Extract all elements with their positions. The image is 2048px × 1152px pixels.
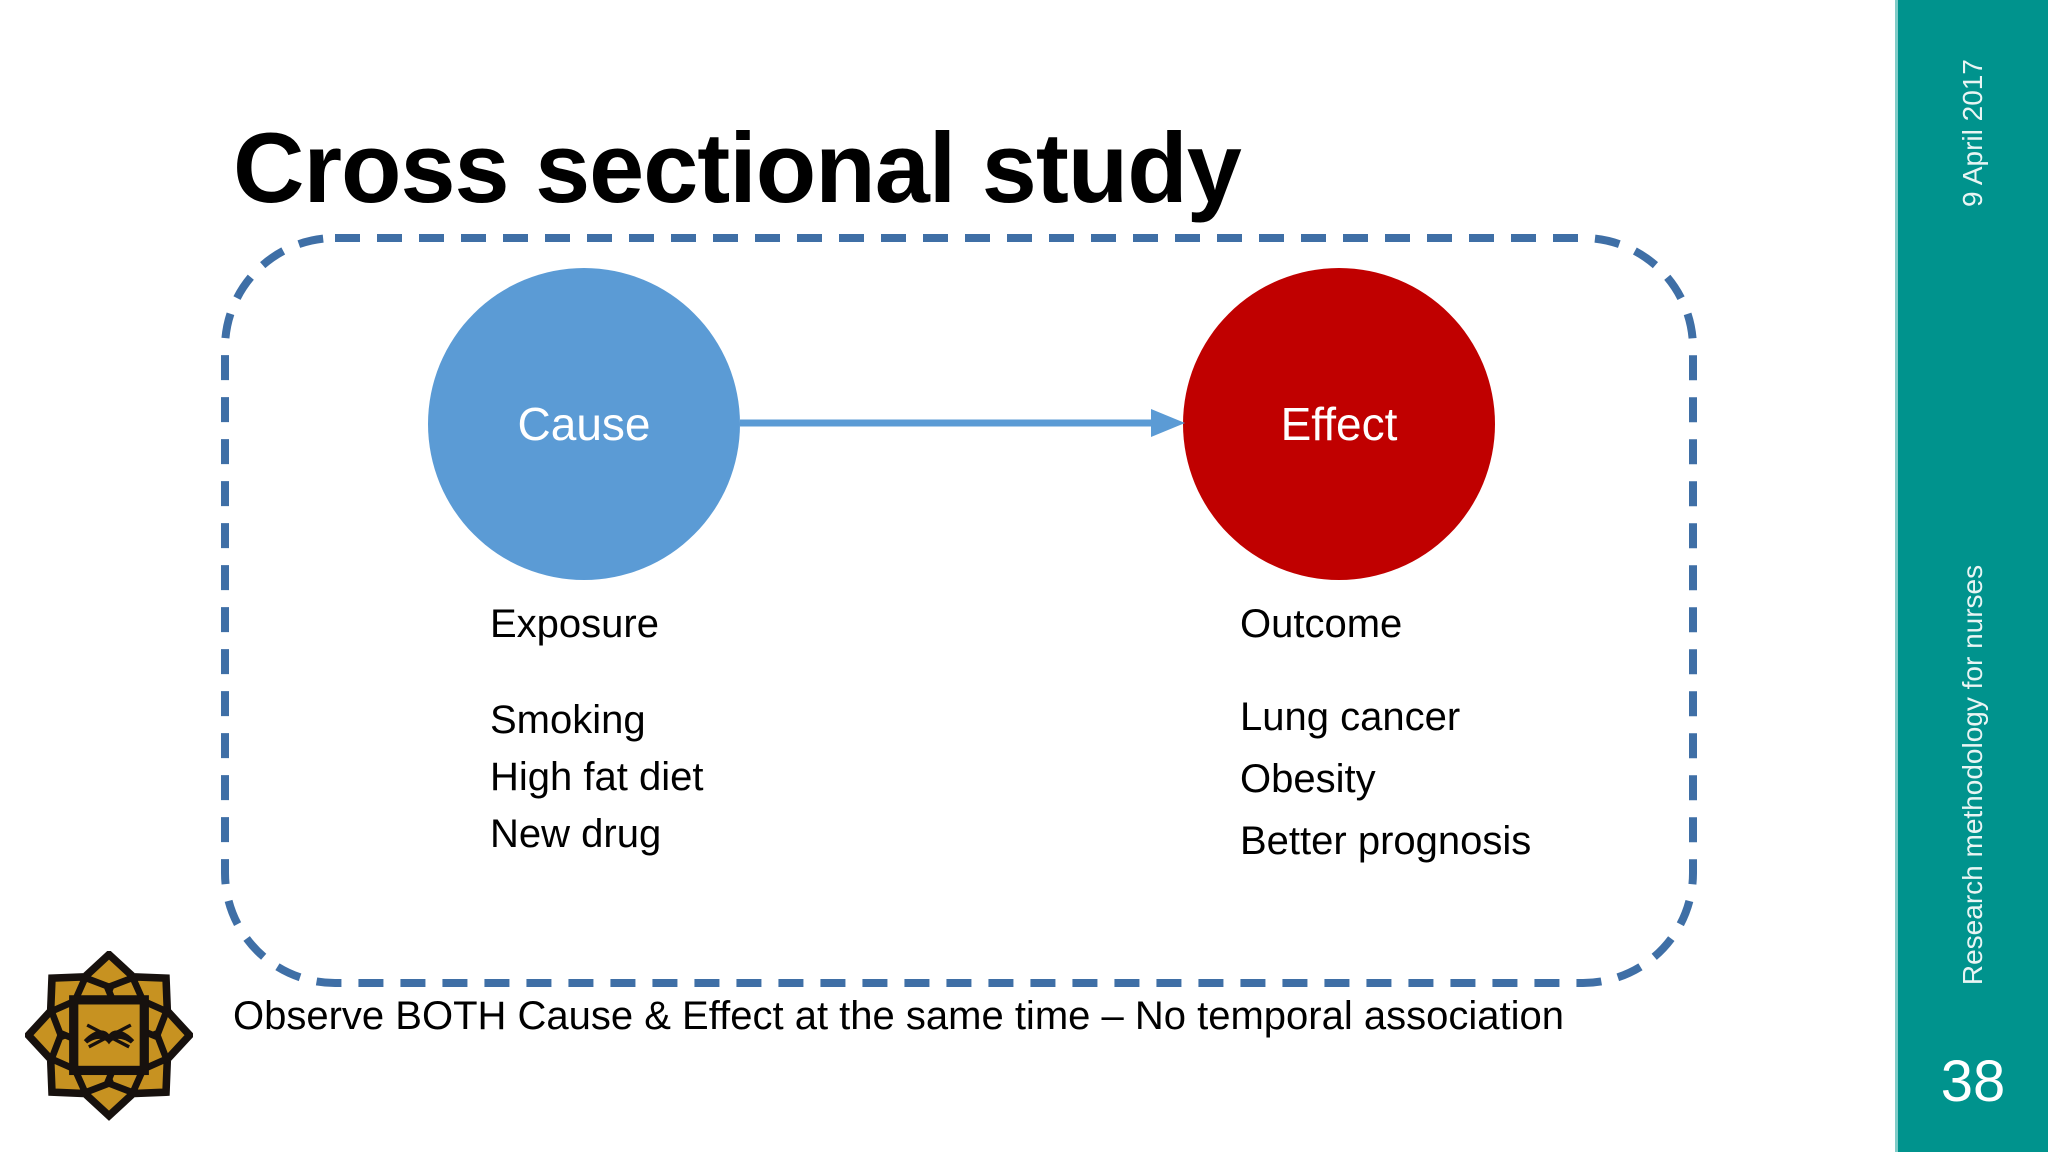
- list-item: Smoking: [490, 698, 646, 742]
- list-item: Lung cancer: [1240, 695, 1461, 739]
- outcome-examples-list: Lung cancer Obesity Better prognosis: [1240, 686, 1531, 872]
- list-item: High fat diet: [490, 755, 704, 799]
- effect-circle: Effect: [1183, 268, 1495, 580]
- university-emblem-logo: [25, 951, 193, 1121]
- sidebar-course-wrap: Research methodology for nurses: [1898, 545, 2048, 1005]
- effect-circle-label: Effect: [1280, 398, 1398, 450]
- slide-title: Cross sectional study: [233, 112, 1242, 223]
- slide-caption: Observe BOTH Cause & Effect at the same …: [233, 994, 1564, 1038]
- sidebar-date: 9 April 2017: [1956, 59, 1988, 207]
- diagram-frame: [221, 234, 1697, 987]
- list-item: Better prognosis: [1240, 819, 1532, 863]
- logo-center-square: [69, 995, 149, 1076]
- sidebar-course-title: Research methodology for nurses: [1957, 564, 1988, 986]
- outcome-heading: Outcome: [1240, 602, 1403, 646]
- sidebar-date-wrap: 9 April 2017: [1898, 0, 2048, 266]
- list-item: Obesity: [1240, 757, 1376, 801]
- page-number: 38: [1940, 1049, 2006, 1114]
- cause-circle-label: Cause: [517, 398, 651, 450]
- diagram-frame-border: [221, 234, 1697, 987]
- logo-book-ribbons: [86, 1023, 132, 1049]
- arrow-head-icon: [1151, 409, 1185, 437]
- cause-circle: Cause: [428, 268, 740, 580]
- cause-effect-arrow: [740, 409, 1185, 437]
- list-item: New drug: [490, 812, 662, 856]
- exposure-examples-list: Smoking High fat diet New drug: [490, 692, 703, 863]
- exposure-heading: Exposure: [490, 602, 659, 646]
- sidebar: 9 April 2017 Research methodology for nu…: [1895, 0, 2048, 1152]
